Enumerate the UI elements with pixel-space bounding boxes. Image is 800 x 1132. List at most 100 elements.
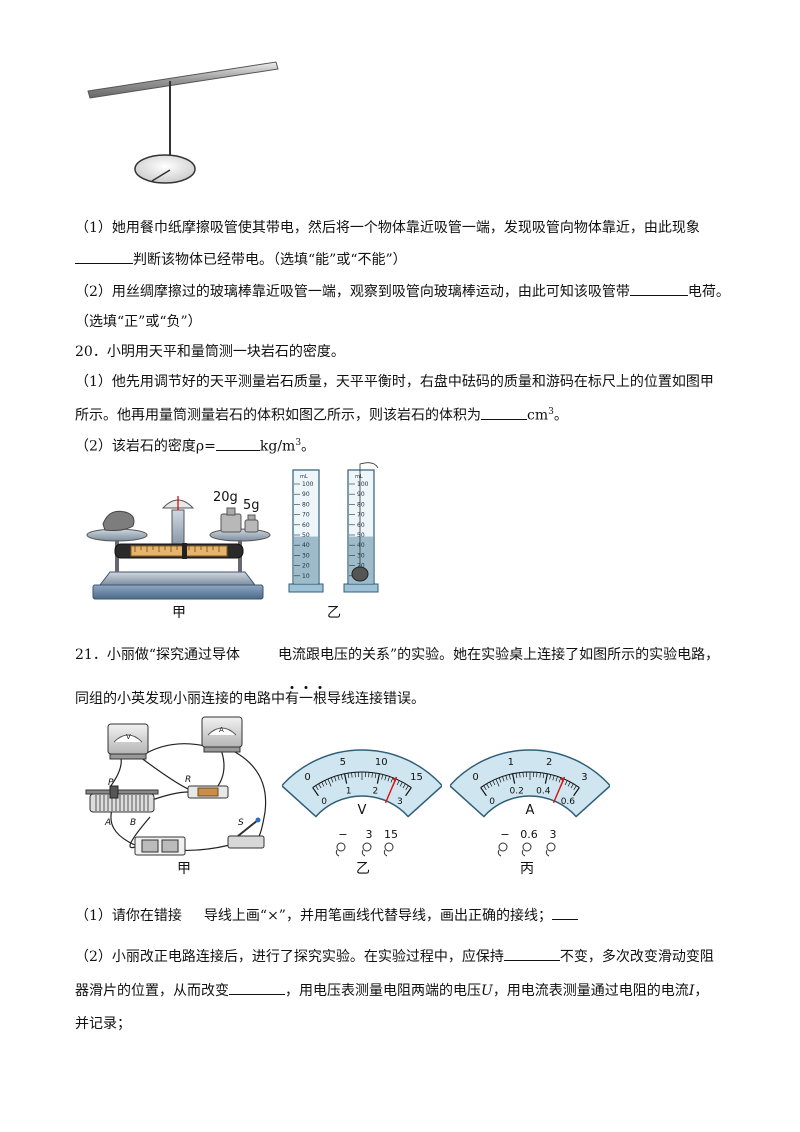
cylinder-tick-label: 40 <box>357 542 365 549</box>
q21-part2-b: 不变，多次改变滑动变阻 <box>559 949 714 965</box>
upper-scale-label: 5 <box>340 757 346 768</box>
meter-needle <box>384 776 398 804</box>
q21-part2-f: ， <box>694 983 709 999</box>
q20-part2-end: 。 <box>301 438 316 455</box>
cylinder-tick-label: 80 <box>357 501 365 508</box>
emphasis-text: 有一根 <box>285 691 327 707</box>
weight-20g-label: 20g <box>213 490 238 505</box>
answer-blank[interactable] <box>503 946 560 961</box>
cylinder-tick-label: 40 <box>302 542 310 549</box>
balance-figure: 20g 5g <box>86 490 271 600</box>
cylinder-tick-label: 20 <box>302 563 310 570</box>
q21-line2-a: 同组的小英发现小丽连接的电路中 <box>75 691 285 707</box>
q21-part1-a: （1）请你在错接 <box>75 908 182 924</box>
label-B: B <box>130 818 136 828</box>
label-A: A <box>104 818 111 828</box>
lower-scale-label: 0 <box>489 797 495 807</box>
terminal-label: − <box>338 828 347 841</box>
q19-part2-line1: （2）用丝绸摩擦过的玻璃棒靠近吸管一端，观察到吸管向玻璃棒运动，由此可知该吸管带… <box>75 281 730 302</box>
weight-20g <box>220 513 242 533</box>
cylinder-tick-label: 80 <box>302 501 310 508</box>
fig-label-bing: 丙 <box>520 861 534 877</box>
lower-scale-label: 0.2 <box>509 786 523 796</box>
meter-needle <box>552 776 566 804</box>
q21-part2-e: ，用电流表测量通过电阻的电流 <box>492 983 689 999</box>
upper-scale-label: 0 <box>472 772 478 783</box>
emphasized-char: 根 <box>313 691 327 707</box>
q20-part2: （2）该岩石的密度ρ= kg/m3。 <box>75 433 315 457</box>
upper-scale-label: 0 <box>304 772 310 783</box>
cylinder-tick-label: 100 <box>302 481 314 488</box>
q20-part1-end: 。 <box>553 407 568 424</box>
cylinder-tick-label: 50 <box>302 532 310 539</box>
answer-blank[interactable] <box>215 436 260 451</box>
cylinder-tick-label: 50 <box>357 532 365 539</box>
q21-part2-d: ，用电压表测量电阻两端的电压 <box>285 983 481 999</box>
circuit-figure: V A P A B R S <box>85 716 267 856</box>
upper-scale-label: 2 <box>546 757 552 768</box>
lower-scale-label: 0 <box>321 797 327 807</box>
unit-kg-m: kg/m <box>259 438 296 455</box>
meter-symbol: A <box>526 803 535 818</box>
symbol-I: I <box>688 983 695 999</box>
cylinder-tick-label: 70 <box>357 512 365 519</box>
terminal-label: 3 <box>550 828 557 841</box>
fig-label-jia-2: 甲 <box>177 861 191 877</box>
answer-blank[interactable] <box>481 405 527 420</box>
answer-blank[interactable] <box>75 249 133 264</box>
q20-stem: 20．小明用天平和量筒测一块岩石的密度。 <box>75 344 345 360</box>
q21-line2-b: 导线连接错误。 <box>327 691 425 707</box>
upper-scale-label: 3 <box>581 772 587 783</box>
lower-scale-label: 0.6 <box>561 797 576 807</box>
slider <box>109 785 119 799</box>
cylinder-tick-label: 60 <box>302 522 310 529</box>
terminal-label: 3 <box>366 828 373 841</box>
lower-scale-label: 1 <box>346 786 352 796</box>
weight-5g-label: 5g <box>243 498 260 513</box>
cylinder-tick-label: 10 <box>302 573 310 580</box>
fig-label-yi: 乙 <box>327 605 341 621</box>
q19-part2-line2: （选填“正”或“负”） <box>75 314 202 330</box>
q19-part2-text: （2）用丝绸摩擦过的玻璃棒靠近吸管一端，观察到吸管向玻璃棒运动，由此可知该吸管带 <box>75 284 630 300</box>
q21-part1-b: 导线上画“×”，并用笔画线代替导线，画出正确的接线； <box>203 908 552 924</box>
answer-blank[interactable] <box>629 281 688 296</box>
straw-stand-figure <box>87 61 279 184</box>
q20-part1-text: 所示。他再用量筒测量岩石的体积如图乙所示，则该岩石的体积为 <box>75 407 481 424</box>
meter-symbol: V <box>358 803 367 818</box>
cylinders-figure: mL100908070605040302010mL100908070605040… <box>288 462 379 593</box>
answer-blank[interactable] <box>551 905 578 920</box>
emphasized-char: 一 <box>299 691 313 707</box>
rider <box>182 543 187 559</box>
cylinder-tick-label: 30 <box>357 552 365 559</box>
q19-part1-text: 判断该物体已经带电。（选填“能”或“不能”） <box>133 252 407 268</box>
q21-part2-line2: 器滑片的位置，从而改变，用电压表测量电阻两端的电压U，用电流表测量通过电阻的电流… <box>75 980 708 1001</box>
label-P: P <box>108 778 114 788</box>
fig-label-jia: 甲 <box>172 605 186 621</box>
q20-part1-line1: （1）他先用调节好的天平测量岩石质量，天平平衡时，右盘中砝码的质量和游码在标尺上… <box>75 374 714 390</box>
lower-scale-label: 0.4 <box>536 786 551 796</box>
answer-blank[interactable] <box>229 980 285 995</box>
emphasized-char: 有 <box>285 691 299 707</box>
svg-text:A: A <box>219 726 224 734</box>
q19-part2-end: 电荷。 <box>687 284 730 300</box>
q20-part2-text: （2）该岩石的密度ρ= <box>75 438 216 455</box>
cylinder-tick-label: 20 <box>357 563 365 570</box>
lower-scale-label: 3 <box>397 797 403 807</box>
terminal-label: 0.6 <box>520 828 538 841</box>
unit-sup: 3 <box>295 438 302 448</box>
q21-part1: （1）请你在错接的导线上画“×”，并用笔画线代替导线，画出正确的接线； <box>75 905 578 926</box>
upper-scale-label: 15 <box>410 772 423 783</box>
upper-scale-label: 1 <box>508 757 514 768</box>
q21-part2-line1: （2）小丽改正电路连接后，进行了探究实验。在实验过程中，应保持不变，多次改变滑动… <box>75 946 714 967</box>
q21-stem-line2: 同组的小英发现小丽连接的电路中有一根导线连接错误。 <box>75 689 425 709</box>
q21-stem-line1: 21．小丽做“探究通过导体电流跟电压的关系”的实验。她在实验桌上连接了如图所示的… <box>75 645 719 665</box>
q19-part1-line2: 判断该物体已经带电。（选填“能”或“不能”） <box>75 249 407 270</box>
label-R: R <box>185 775 191 785</box>
cylinder-tick-label: 60 <box>357 522 365 529</box>
terminal-label: 15 <box>384 828 398 841</box>
upper-scale-label: 10 <box>375 757 388 768</box>
q19-part1-line1: （1）她用餐巾纸摩擦吸管使其带电，然后将一个物体靠近吸管一端，发现吸管向物体靠近… <box>75 220 700 236</box>
